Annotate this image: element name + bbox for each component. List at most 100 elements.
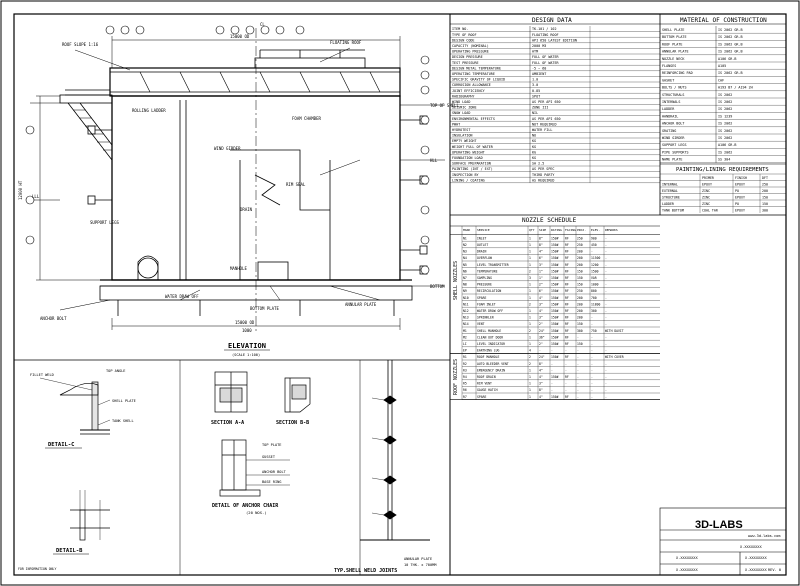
design-row-value: NIL (532, 111, 538, 115)
painting-cell: EPOXY (702, 182, 712, 186)
nozzle-cell: - (551, 388, 553, 392)
nozzle-cell: - (605, 243, 607, 247)
nozzle-cell: FOAM INLET (477, 302, 496, 306)
material-row-value: A193 B7 / A194 2H (718, 86, 753, 90)
nozzle-cell: 200 (577, 296, 583, 300)
nozzle-cell: - (577, 375, 579, 379)
nozzle-cell: 4" (539, 309, 543, 313)
nozzle-header: SIZE (539, 228, 546, 232)
level-top-of-shell: TOP OF SHELL (430, 103, 459, 108)
material-row-label: ANCHOR BOLT (662, 122, 684, 126)
shell-nozzles-label: SHELL NOZZLES (453, 261, 459, 300)
nozzle-cell: - (577, 382, 579, 386)
design-row-value: SPOT (532, 94, 540, 98)
nozzle-cell: 150# (551, 250, 559, 254)
detail-b-title: DETAIL-B (56, 548, 83, 554)
painting-cell: EXTERNAL (662, 189, 678, 193)
material-row-value: IS 2062 (718, 150, 732, 154)
label-support-legs: SUPPORT LEGS (90, 220, 119, 225)
nozzle-header: ELEV. (591, 228, 600, 232)
nozzle-cell: N7 (463, 276, 467, 280)
nozzle-cell: 800 (591, 289, 597, 293)
nozzle-cell: - (591, 375, 593, 379)
nozzle-cell: - (605, 256, 607, 260)
material-row-label: WIND GIRDER (662, 136, 685, 140)
label-bottom-plate: BOTTOM PLATE (250, 306, 279, 311)
nozzle-cell: - (605, 316, 607, 320)
nozzle-cell: 2 (529, 269, 531, 273)
material-row-value: IS 2062 (718, 122, 732, 126)
design-row-value: TK-101 / 102 (532, 27, 557, 31)
design-row-value: KG (532, 150, 536, 154)
nozzle-cell: 1 (529, 316, 531, 320)
material-title: MATERIAL OF CONSTRUCTION (680, 17, 767, 24)
nozzle-cell: 150# (551, 289, 559, 293)
design-row-value: AS REQUIRED (532, 178, 554, 182)
anchor-chair-title: DETAIL OF ANCHOR CHAIR (212, 503, 279, 509)
nozzle-cell: 700 (591, 296, 597, 300)
nozzle-cell: WITH DAVIT (605, 329, 624, 333)
nozzle-cell: - (605, 388, 607, 392)
nozzle-cell: INLET (477, 236, 486, 240)
dim-height: 12000 HT (18, 180, 23, 200)
painting-cell: EPOXY (735, 195, 745, 199)
design-row-label: TEST PRESSURE (452, 61, 479, 65)
painting-cell: LADDER (662, 202, 674, 206)
nozzle-header: PROJ. (577, 228, 586, 232)
nozzle-cell: 200 (577, 316, 583, 320)
material-row-value: IS 2062 GR.B (718, 35, 743, 39)
painting-cell: 300 (762, 208, 768, 212)
design-row-value: -5 ~ 60 (532, 66, 546, 70)
design-row-label: SPECIFIC GRAVITY OF LIQUID (452, 78, 505, 82)
nozzle-cell: 150# (551, 269, 559, 273)
material-row-value: IS 2062 GR.B (718, 28, 743, 32)
material-row-label: NAME PLATE (662, 158, 682, 162)
design-row-label: EMPTY WEIGHT (452, 139, 477, 143)
painting-cell: 250 (762, 182, 768, 186)
nozzle-cell: RECIRCULATION (477, 289, 501, 293)
nozzle-cell: - (577, 388, 579, 392)
nozzle-cell: SHELL MANHOLE (477, 329, 501, 333)
nozzle-cell: - (605, 236, 607, 240)
weld-joints-title: TYP.SHELL WELD JOINTS (334, 568, 397, 574)
nozzle-cell: 1 (529, 375, 531, 379)
nozzle-cell: 3" (539, 302, 543, 306)
label-annular-plate: ANNULAR PLATE (345, 302, 377, 307)
nozzle-cell: 1 (529, 342, 531, 346)
nozzle-cell: 2" (539, 342, 543, 346)
nozzle-cell: 1 (529, 388, 531, 392)
elevation-view (30, 28, 445, 332)
nozzle-cell: RF (565, 250, 569, 254)
nozzle-cell: 450 (591, 243, 597, 247)
nozzle-cell: 2" (539, 322, 543, 326)
nozzle-cell: DRAIN (477, 250, 486, 254)
nozzle-cell: - (565, 382, 567, 386)
nozzle-cell: N10 (463, 296, 469, 300)
nozzle-cell: N12 (463, 309, 469, 313)
nozzle-cell: 8" (539, 388, 543, 392)
nozzle-cell: CLEAN OUT DOOR (477, 335, 503, 339)
design-row-value: AS PER API 650 (532, 100, 561, 104)
nozzle-cell: 150# (551, 355, 559, 359)
nozzle-cell: 11800 (591, 302, 600, 306)
anchor-chair-scale: (20 NOS.) (246, 510, 267, 515)
nozzle-cell: - (605, 263, 607, 267)
nozzle-cell: 4" (539, 375, 543, 379)
nozzle-cell: - (605, 368, 607, 372)
design-row-value: NO (532, 134, 536, 138)
design-row-value: FULL OF WATER (532, 55, 559, 59)
nozzle-cell: 200 (577, 263, 583, 267)
nozzle-cell: 2 (529, 362, 531, 366)
painting-header: DFT (762, 176, 768, 180)
nozzle-cell: - (605, 276, 607, 280)
nozzle-cell: 150 (577, 276, 583, 280)
title-block-line2: X.XXXXXXXX (676, 556, 698, 560)
nozzle-cell: 250 (577, 289, 583, 293)
design-row-value: AS PER SPEC (532, 167, 554, 171)
material-row-label: SUPPORT LEGS (662, 143, 687, 147)
nozzle-cell: SPRINKLER (477, 316, 494, 320)
design-row-label: ITEM NO. (452, 27, 468, 31)
painting-cell: EPOXY (735, 208, 745, 212)
nozzle-cell: RF (565, 283, 569, 287)
